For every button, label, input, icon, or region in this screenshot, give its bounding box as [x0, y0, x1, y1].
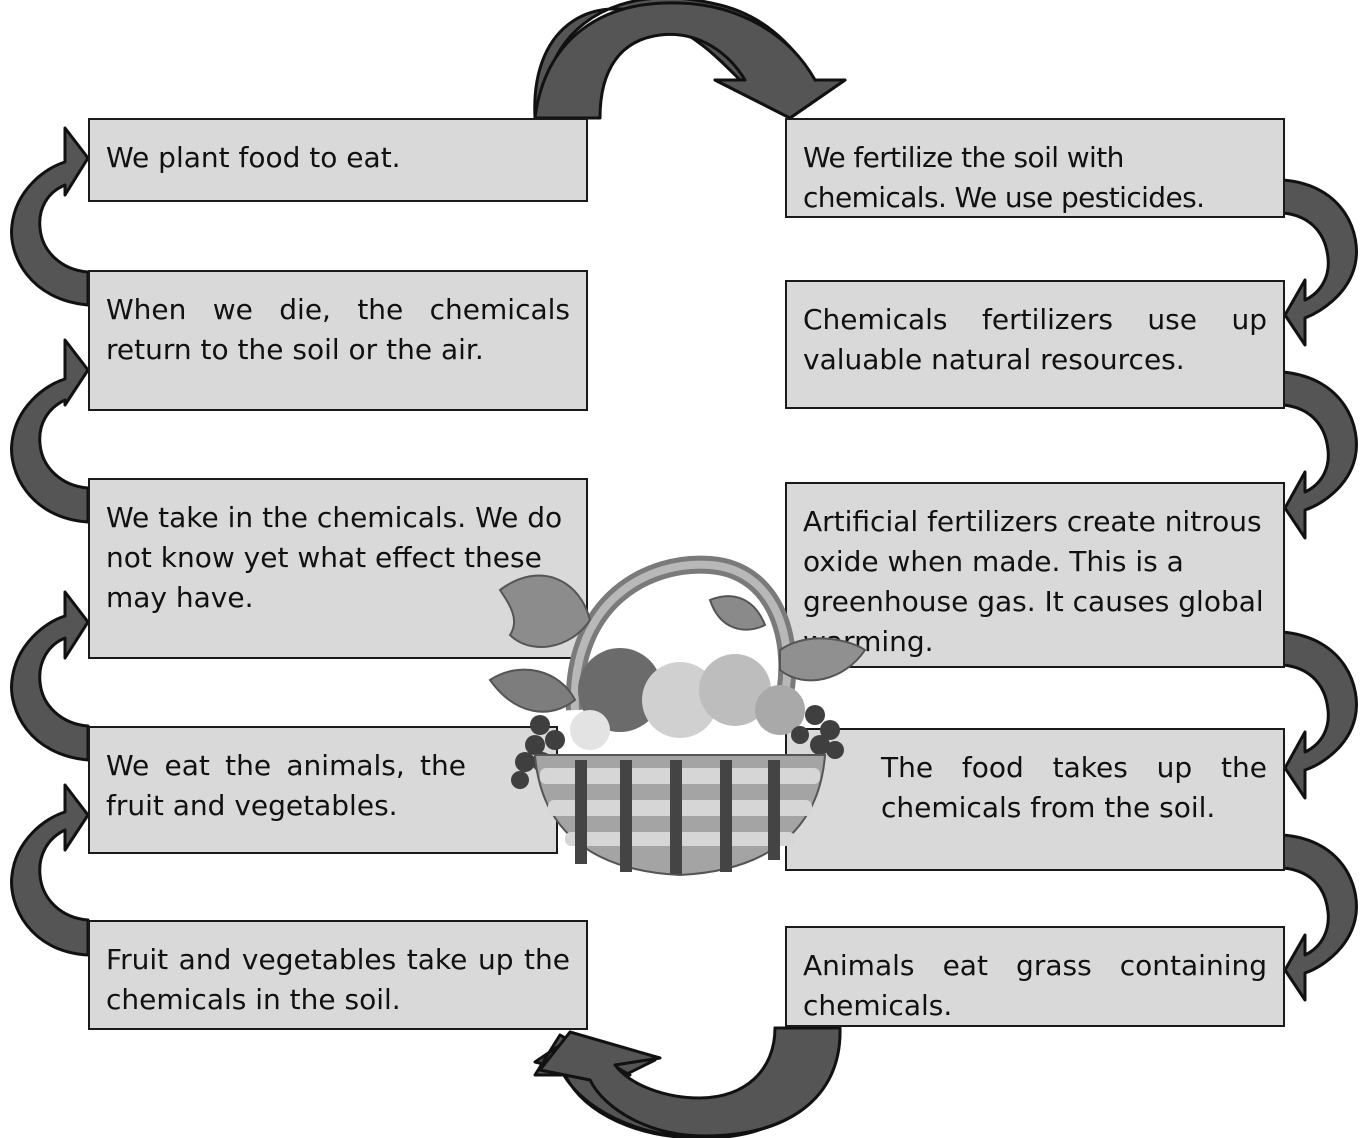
step-10-text: When we die, the chemicals return to the…	[106, 293, 570, 366]
arrow-right-1	[1281, 178, 1358, 347]
step-6-box: Animals eat grass containing chemicals.	[785, 926, 1285, 1027]
arrow-right-3	[1281, 630, 1358, 800]
step-3-text: Chemicals fertilizers use up valuable na…	[803, 303, 1267, 376]
step-2-text: We fertilize the soil with chemicals. We…	[803, 141, 1205, 214]
step-1-text: We plant food to eat.	[106, 141, 401, 174]
step-9-box: We take in the chemicals. We do not know…	[88, 478, 588, 659]
arrow-left-1	[10, 783, 90, 957]
arrow-bottom-fill	[538, 1026, 842, 1138]
step-5-box: The food takes up the chemicals from the…	[785, 728, 1285, 871]
step-2-box: We fertilize the soil with chemicals. We…	[785, 118, 1285, 218]
step-5-text: The food takes up the chemicals from the…	[881, 751, 1267, 824]
step-3-box: Chemicals fertilizers use up valuable na…	[785, 280, 1285, 409]
arrow-right-2	[1281, 370, 1358, 540]
arrow-left-2	[10, 590, 90, 762]
step-6-text: Animals eat grass containing chemicals.	[803, 949, 1267, 1022]
step-7-text: Fruit and vegetables take up the chemica…	[106, 943, 570, 1016]
step-10-box: When we die, the chemicals return to the…	[88, 270, 588, 411]
step-7-box: Fruit and vegetables take up the chemica…	[88, 920, 588, 1030]
arrow-right-4	[1281, 833, 1358, 1002]
arrow-left-3	[10, 338, 90, 524]
arrow-top-inner	[533, 1, 847, 120]
step-4-text: Artificial fertilizers create nitrous ox…	[803, 505, 1264, 658]
arrow-left-4	[10, 126, 90, 307]
step-9-text: We take in the chemicals. We do not know…	[106, 501, 563, 614]
step-8-box: We eat the animals, the fruit and vegeta…	[88, 726, 558, 854]
step-4-box: Artificial fertilizers create nitrous ox…	[785, 482, 1285, 668]
step-8-text: We eat the animals, the fruit and vegeta…	[106, 749, 466, 822]
fruit-basket-illustration	[488, 555, 867, 877]
step-1-box: We plant food to eat.	[88, 118, 588, 202]
